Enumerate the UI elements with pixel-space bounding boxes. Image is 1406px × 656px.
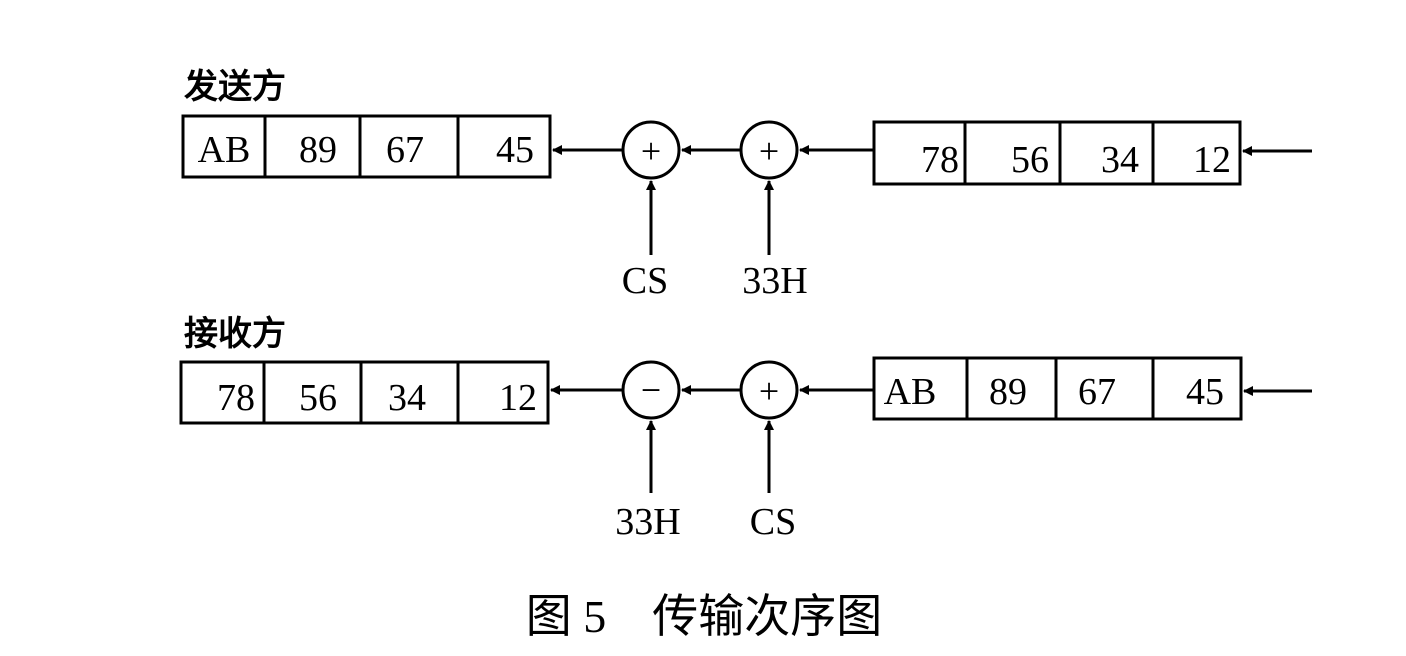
receiver-op1-symbol: − [641,370,661,410]
receiver-input-register: AB 89 67 45 [872,356,1243,421]
sender-label: 发送方 [184,67,286,107]
sender-op2: + [739,120,799,180]
sender-op1-operand: CS [622,260,668,302]
receiver-op1-operand: 33H [615,501,680,543]
sender-input-byte: 56 [1011,139,1049,181]
sender-output-byte: 89 [299,129,337,171]
sender-input-byte: 12 [1193,139,1231,181]
receiver-output-byte: 56 [299,377,337,419]
sender-op1-symbol: + [641,131,661,171]
receiver-output-register: 78 56 34 12 [179,360,550,425]
sender-output-byte: 45 [496,129,534,171]
receiver-input-byte: 45 [1186,371,1224,413]
figure-caption: 图 5 传输次序图 [526,591,883,642]
receiver-op1: − [621,360,681,420]
sender-output-register: AB 89 67 45 [181,114,552,179]
receiver-op2-operand: CS [750,501,796,543]
sender-output-byte: AB [198,129,251,171]
receiver-input-byte: AB [884,371,937,413]
sender-input-byte: 34 [1101,139,1139,181]
sender-output-byte: 67 [386,129,424,171]
sender-input-byte: 78 [921,139,959,181]
receiver-op2-symbol: + [759,371,779,411]
receiver-input-byte: 67 [1078,371,1116,413]
receiver-input-byte: 89 [989,371,1027,413]
receiver-label: 接收方 [184,314,286,354]
sender-op2-operand: 33H [742,260,807,302]
sender-input-register: 78 56 34 12 [872,120,1242,186]
receiver-op2: + [739,360,799,420]
receiver-output-byte: 34 [388,377,426,419]
receiver-output-byte: 12 [499,377,537,419]
receiver-output-byte: 78 [217,377,255,419]
sender-op1: + [621,120,681,180]
sender-op2-symbol: + [759,131,779,171]
